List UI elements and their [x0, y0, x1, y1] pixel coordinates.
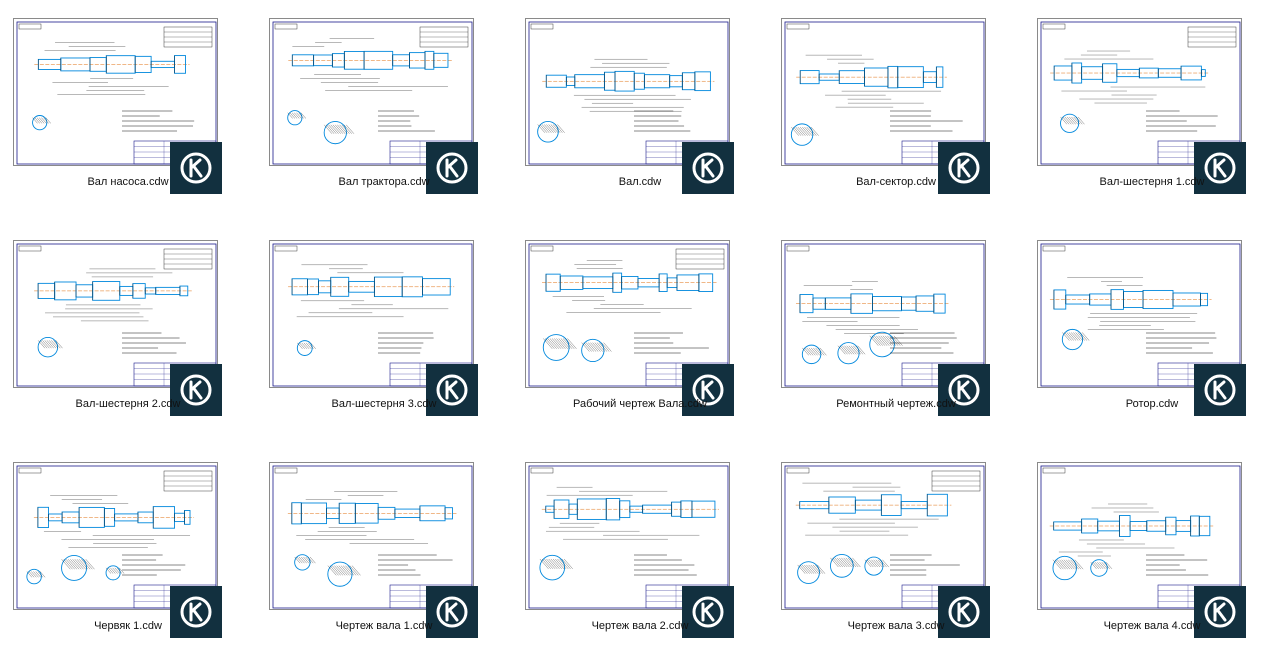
- drawing-thumbnail[interactable]: [781, 462, 986, 610]
- file-tile[interactable]: Чертеж вала 3.cdw: [768, 444, 1024, 666]
- file-name[interactable]: Червяк 1.cdw: [94, 620, 162, 632]
- drawing-preview: [784, 465, 985, 609]
- file-name[interactable]: Ротор.cdw: [1125, 398, 1179, 410]
- file-name[interactable]: Ремонтный чертеж.cdw: [836, 398, 956, 410]
- file-tile[interactable]: Вал-шестерня 1.cdw: [1024, 0, 1280, 222]
- file-name[interactable]: Вал-сектор.cdw: [856, 176, 936, 188]
- file-name[interactable]: Чертеж вала 4.cdw: [1103, 620, 1201, 632]
- file-name[interactable]: Рабочий чертеж Вала.cdw: [573, 398, 707, 410]
- drawing-thumbnail[interactable]: [1037, 462, 1242, 610]
- drawing-preview: [528, 21, 729, 165]
- kompas-app-icon: [426, 586, 478, 638]
- drawing-preview: [784, 21, 985, 165]
- drawing-thumbnail[interactable]: [269, 18, 474, 166]
- kompas-app-icon: [1194, 142, 1246, 194]
- kompas-logo-icon: [1204, 596, 1236, 628]
- kompas-app-icon: [170, 142, 222, 194]
- kompas-logo-icon: [180, 152, 212, 184]
- drawing-thumbnail[interactable]: [781, 18, 986, 166]
- file-name[interactable]: Вал насоса.cdw: [87, 176, 169, 188]
- file-tile[interactable]: Чертеж вала 4.cdw: [1024, 444, 1280, 666]
- file-tile[interactable]: Вал-шестерня 3.cdw: [256, 222, 512, 444]
- kompas-app-icon: [170, 586, 222, 638]
- file-name[interactable]: Чертеж вала 3.cdw: [847, 620, 945, 632]
- kompas-logo-icon: [948, 152, 980, 184]
- kompas-app-icon: [938, 586, 990, 638]
- file-name[interactable]: Вал-шестерня 1.cdw: [1099, 176, 1205, 188]
- kompas-app-icon: [426, 364, 478, 416]
- drawing-thumbnail[interactable]: [13, 18, 218, 166]
- file-tile[interactable]: Чертеж вала 2.cdw: [512, 444, 768, 666]
- file-tile[interactable]: Вал.cdw: [512, 0, 768, 222]
- kompas-logo-icon: [436, 374, 468, 406]
- file-name[interactable]: Вал-шестерня 3.cdw: [331, 398, 437, 410]
- drawing-preview: [1040, 243, 1241, 387]
- kompas-logo-icon: [436, 152, 468, 184]
- drawing-thumbnail[interactable]: [1037, 240, 1242, 388]
- kompas-app-icon: [938, 142, 990, 194]
- kompas-logo-icon: [948, 596, 980, 628]
- kompas-app-icon: [1194, 586, 1246, 638]
- kompas-app-icon: [682, 586, 734, 638]
- drawing-preview: [16, 21, 217, 165]
- drawing-thumbnail[interactable]: [13, 462, 218, 610]
- kompas-app-icon: [170, 364, 222, 416]
- kompas-logo-icon: [180, 596, 212, 628]
- kompas-app-icon: [682, 142, 734, 194]
- file-tile[interactable]: Чертеж вала 1.cdw: [256, 444, 512, 666]
- kompas-logo-icon: [692, 152, 724, 184]
- drawing-thumbnail[interactable]: [525, 18, 730, 166]
- kompas-app-icon: [938, 364, 990, 416]
- drawing-thumbnail[interactable]: [781, 240, 986, 388]
- file-tile[interactable]: Вал насоса.cdw: [0, 0, 256, 222]
- drawing-thumbnail[interactable]: [13, 240, 218, 388]
- kompas-logo-icon: [692, 596, 724, 628]
- file-name[interactable]: Вал трактора.cdw: [338, 176, 430, 188]
- file-tile[interactable]: Вал-шестерня 2.cdw: [0, 222, 256, 444]
- kompas-logo-icon: [692, 374, 724, 406]
- file-tile[interactable]: Рабочий чертеж Вала.cdw: [512, 222, 768, 444]
- kompas-logo-icon: [1204, 374, 1236, 406]
- kompas-logo-icon: [1204, 152, 1236, 184]
- kompas-logo-icon: [948, 374, 980, 406]
- file-name[interactable]: Вал.cdw: [618, 176, 662, 188]
- file-tile[interactable]: Ремонтный чертеж.cdw: [768, 222, 1024, 444]
- file-name[interactable]: Чертеж вала 2.cdw: [591, 620, 689, 632]
- drawing-thumbnail[interactable]: [525, 462, 730, 610]
- kompas-app-icon: [426, 142, 478, 194]
- file-name[interactable]: Чертеж вала 1.cdw: [335, 620, 433, 632]
- file-tile[interactable]: Вал-сектор.cdw: [768, 0, 1024, 222]
- file-tile[interactable]: Червяк 1.cdw: [0, 444, 256, 666]
- drawing-preview: [16, 243, 217, 387]
- file-name[interactable]: Вал-шестерня 2.cdw: [75, 398, 181, 410]
- kompas-app-icon: [1194, 364, 1246, 416]
- drawing-thumbnail[interactable]: [269, 462, 474, 610]
- kompas-logo-icon: [180, 374, 212, 406]
- kompas-app-icon: [682, 364, 734, 416]
- kompas-logo-icon: [436, 596, 468, 628]
- file-tile[interactable]: Вал трактора.cdw: [256, 0, 512, 222]
- file-tile[interactable]: Ротор.cdw: [1024, 222, 1280, 444]
- drawing-thumbnail[interactable]: [525, 240, 730, 388]
